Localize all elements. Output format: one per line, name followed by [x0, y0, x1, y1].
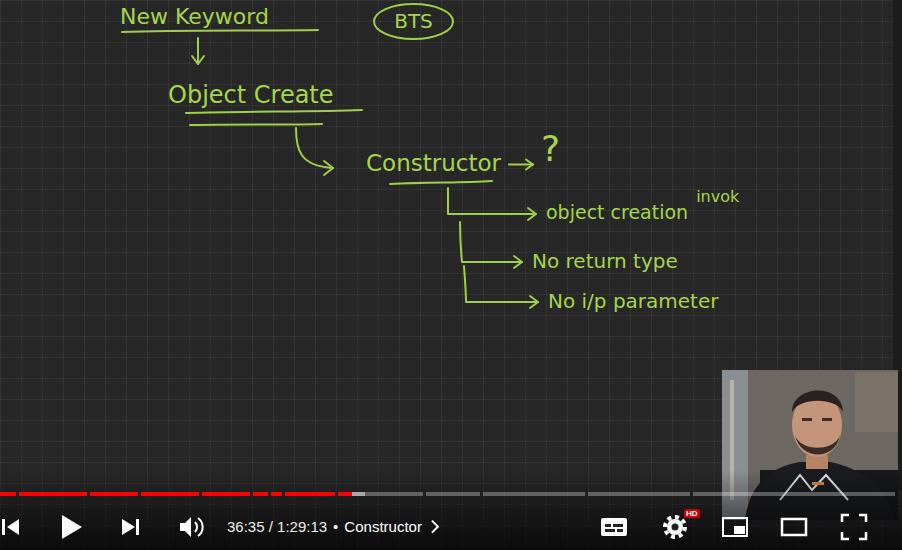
subtitles-icon [601, 518, 627, 536]
volume-icon [198, 518, 203, 536]
progress-bar [141, 492, 199, 496]
webcam-illustration [855, 372, 898, 432]
webcam-illustration [795, 435, 840, 455]
progress-bar [365, 492, 423, 496]
progress-bar [588, 492, 690, 496]
progress-bar [352, 492, 365, 496]
progress-bar [271, 492, 282, 496]
chevron-icon [432, 521, 438, 533]
handwritten-note: No return type [532, 250, 678, 273]
arrow-head [324, 161, 333, 175]
settings-icon [667, 519, 683, 535]
prev-icon [2, 519, 5, 535]
question-mark: ? [541, 128, 560, 169]
handwritten-note: No i/p parameter [548, 290, 719, 313]
arrow-head [528, 208, 536, 220]
volume-icon [180, 517, 191, 537]
handwritten-note: Constructor [366, 150, 501, 176]
branch-line [464, 266, 538, 302]
chapter-title: Constructor [344, 518, 422, 535]
settings-icon [672, 524, 679, 531]
progress-bar [483, 492, 585, 496]
node-text: BTS [372, 2, 455, 33]
progress-bar [202, 492, 250, 496]
miniplayer-icon [723, 518, 747, 536]
underline [190, 124, 322, 125]
subtitles-icon [617, 529, 623, 532]
subtitles-icon [605, 529, 615, 532]
handwritten-strokes [122, 30, 538, 308]
subtitles-icon [605, 524, 611, 527]
subtitles-icon [613, 524, 623, 527]
arrow-line [509, 164, 533, 166]
handwritten-heading: New Keyword [120, 4, 269, 29]
fullscreen-icon [842, 515, 866, 539]
webcam-illustration [792, 391, 843, 412]
progress-bar [19, 492, 87, 496]
underline [186, 110, 362, 113]
volume-icon [195, 522, 197, 532]
prev-icon [7, 519, 19, 535]
settings-icon [665, 517, 685, 537]
progress-bar [693, 492, 895, 496]
control-shade [0, 470, 902, 550]
progress-bar [253, 492, 268, 496]
handwritten-note: invok [696, 188, 739, 206]
webcam-illustration [822, 418, 832, 421]
hd-badge: HD [684, 509, 700, 518]
next-icon [136, 519, 139, 535]
progress-bar [90, 492, 138, 496]
progress-bar [285, 492, 335, 496]
arrow-head [192, 56, 204, 64]
arrow-head [514, 256, 522, 268]
progress-bar [426, 492, 480, 496]
arrow-head [530, 296, 538, 308]
handwritten-note: Object Create [168, 82, 334, 110]
progress-bar [338, 492, 352, 496]
arrow-line [296, 128, 333, 168]
player-controls [2, 515, 866, 539]
arrow-line [197, 38, 199, 64]
play-icon [62, 515, 82, 539]
branch-line [460, 222, 522, 262]
next-icon [122, 519, 135, 535]
arrow-head [526, 160, 533, 170]
webcam-illustration [802, 418, 812, 421]
theater-icon [782, 519, 806, 535]
time-display: 36:35 / 1:29:13 [227, 518, 327, 535]
underline [390, 181, 492, 184]
progress-bar [0, 492, 16, 496]
handwritten-note: object creation [546, 202, 688, 224]
progress-bar [0, 492, 895, 496]
separator-dot: • [333, 518, 338, 535]
underline [122, 30, 318, 32]
bts-circle: BTS [372, 2, 455, 41]
branch-line [448, 188, 536, 214]
webcam-illustration [806, 455, 828, 469]
miniplayer-icon [734, 526, 745, 534]
